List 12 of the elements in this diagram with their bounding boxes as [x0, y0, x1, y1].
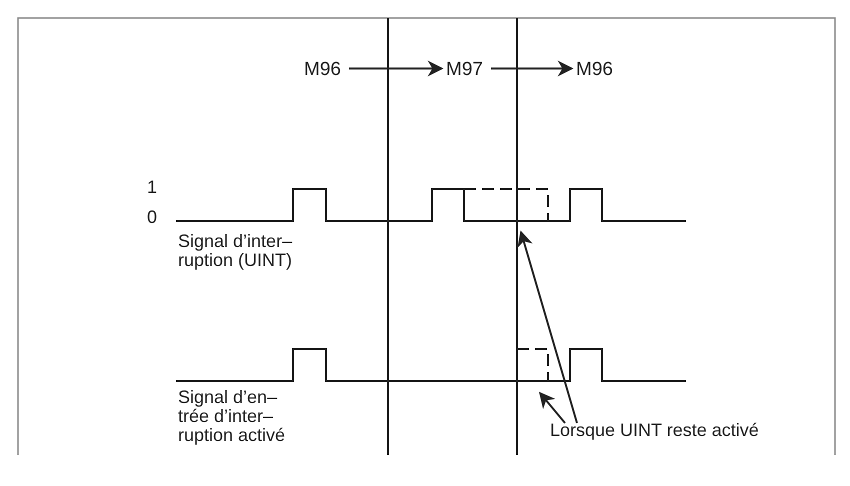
signal-name: M96 [304, 60, 341, 79]
signal-label: Signal d’en– trée d’inter– ruption activé [178, 388, 286, 445]
leader-line [517, 230, 578, 424]
signal-label: Signal d’inter– ruption (UINT) [178, 232, 294, 270]
leader-line [538, 392, 566, 424]
arrow [491, 60, 574, 76]
level-label: 1 [147, 178, 158, 197]
arrow [349, 60, 444, 76]
signal-name: M96 [576, 60, 613, 79]
level-label: 0 [147, 208, 158, 227]
note-text: Lorsque UINT reste activé [550, 421, 759, 440]
signal-name: M97 [446, 60, 483, 79]
